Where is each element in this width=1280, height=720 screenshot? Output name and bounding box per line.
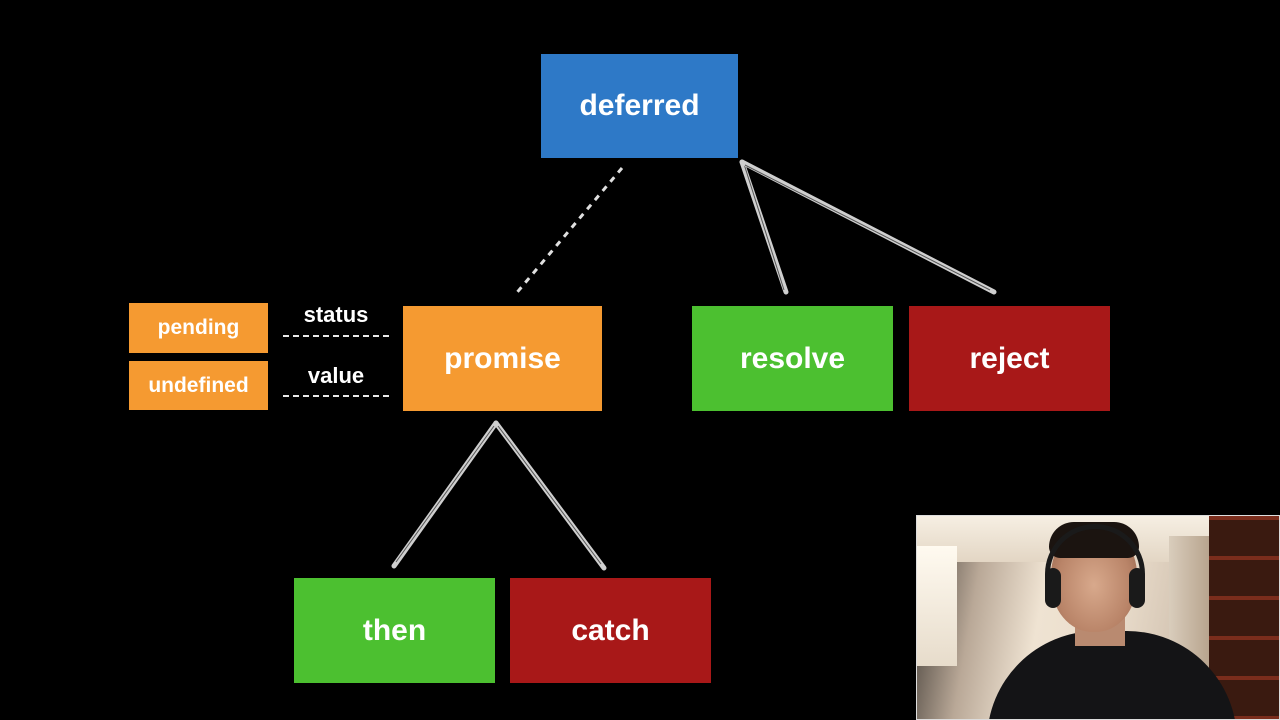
status-value: pending <box>157 316 240 339</box>
status-label: status <box>303 302 369 327</box>
node-deferred: deferred <box>541 54 738 158</box>
value-value-box: undefined <box>129 361 268 410</box>
status-value-box: pending <box>129 303 268 353</box>
node-then: then <box>294 578 495 683</box>
value-dashed-line <box>283 395 389 397</box>
node-reject-label: reject <box>969 341 1050 375</box>
node-deferred-label: deferred <box>579 89 700 122</box>
node-catch-label: catch <box>571 613 650 647</box>
node-promise: promise <box>403 306 602 411</box>
edge-deferred-promise <box>512 167 624 297</box>
value-value: undefined <box>148 373 249 397</box>
value-label: value <box>307 363 365 388</box>
node-reject: reject <box>909 306 1110 411</box>
status-dashed-line <box>283 335 389 337</box>
node-catch: catch <box>510 578 711 683</box>
node-resolve: resolve <box>692 306 893 411</box>
node-promise-label: promise <box>444 341 561 375</box>
node-then-label: then <box>362 613 427 647</box>
node-resolve-label: resolve <box>739 341 846 375</box>
webcam-overlay <box>916 515 1280 720</box>
